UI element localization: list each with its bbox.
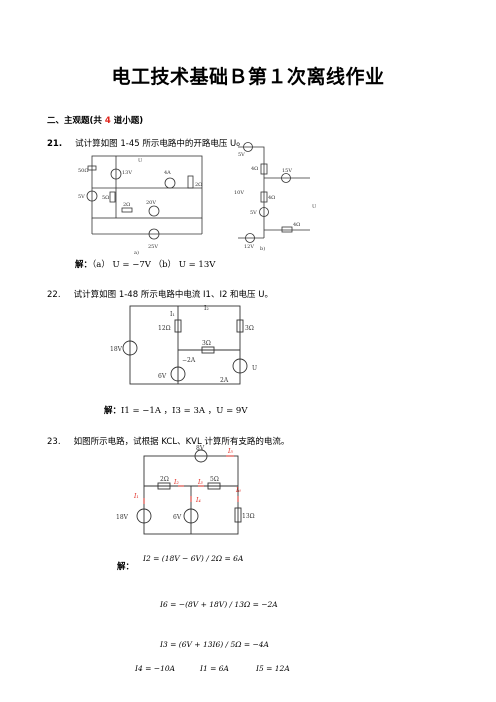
- svg-text:I₆: I₆: [235, 487, 241, 494]
- answer-23-label: 解：: [117, 562, 135, 572]
- svg-text:18V: 18V: [110, 346, 123, 353]
- svg-text:12V: 12V: [244, 244, 254, 250]
- answer-21: 解：（a） U = −7V （b） U = 13V: [75, 258, 215, 270]
- page-title: 电工技术基础Ｂ第１次离线作业: [111, 66, 385, 88]
- svg-text:15V: 15V: [282, 168, 292, 174]
- svg-text:U: U: [312, 204, 316, 210]
- svg-text:2Ω: 2Ω: [195, 182, 202, 188]
- question-text-sub: o: [236, 141, 240, 148]
- section-count: 4: [104, 116, 111, 126]
- svg-text:I₄: I₄: [195, 497, 201, 504]
- svg-text:5V: 5V: [78, 194, 85, 200]
- equation-i6: I6 = −(8V + 18V) / 13Ω = −2A: [160, 600, 278, 609]
- question-number: 22.: [47, 290, 61, 300]
- section-prefix: 二、主观题(共: [47, 116, 105, 126]
- svg-text:5V: 5V: [250, 210, 257, 216]
- svg-text:18V: 18V: [116, 514, 129, 521]
- answer-text: （a） U = −7V （b） U = 13V: [92, 260, 216, 270]
- figure-q23: 8V 2Ω 5Ω 18V 6V 13Ω I₅ I₂ I₃ I₄ I₁ I₆: [116, 445, 255, 535]
- svg-text:4Ω: 4Ω: [268, 195, 275, 201]
- answer-22: 解：I1 = −1A ，I3 = 3A ，U = 9V: [104, 404, 247, 416]
- equation-i4: I4 = −10A: [135, 664, 176, 673]
- equation-i2: I2 = (18V − 6V) / 2Ω = 6A: [143, 554, 244, 563]
- section-suffix: 道小题): [110, 116, 144, 126]
- question-text: 试计算如图 1-45 所示电路中的开路电压 U: [75, 139, 237, 149]
- svg-text:I₂: I₂: [204, 305, 209, 312]
- question-number: 23.: [47, 437, 61, 447]
- svg-text:5Ω: 5Ω: [210, 476, 219, 483]
- svg-text:13V: 13V: [122, 170, 132, 176]
- svg-text:2A: 2A: [220, 377, 229, 384]
- svg-text:3Ω: 3Ω: [245, 325, 254, 332]
- equation-i1: I1 = 6A: [200, 664, 229, 673]
- svg-text:4A: 4A: [164, 170, 171, 176]
- svg-text:5V: 5V: [238, 152, 245, 158]
- figure-1-48: I₁ I₂ 12Ω 3Ω 3Ω 18V −2A 6V 2A U: [110, 305, 257, 385]
- equation-i5: I5 = 12A: [256, 664, 290, 673]
- figure-1-45a: 50Ω 5V 13V 5Ω 2Ω 20V 4A 2Ω 25V U a): [78, 155, 203, 256]
- svg-text:25V: 25V: [148, 244, 158, 250]
- svg-text:I₁: I₁: [133, 493, 139, 500]
- svg-text:5Ω: 5Ω: [102, 195, 109, 201]
- question-number: 21.: [47, 139, 63, 149]
- svg-text:10V: 10V: [234, 190, 244, 196]
- question-21: 21. 试计算如图 1-45 所示电路中的开路电压 Uo: [47, 131, 240, 150]
- svg-text:−2A: −2A: [182, 357, 196, 364]
- svg-text:6V: 6V: [158, 373, 167, 380]
- svg-text:U: U: [252, 365, 257, 372]
- question-22: 22. 试计算如图 1-48 所示电路中电流 I1、I2 和电压 U。: [47, 282, 273, 301]
- section-header: 二、主观题(共 4 道小题): [47, 114, 143, 126]
- svg-text:20V: 20V: [146, 200, 156, 206]
- svg-text:I₂: I₂: [173, 479, 179, 486]
- svg-text:8V: 8V: [196, 445, 205, 452]
- svg-text:I₅: I₅: [227, 448, 233, 455]
- svg-text:2Ω: 2Ω: [123, 202, 130, 208]
- svg-text:U: U: [138, 158, 142, 164]
- svg-text:3Ω: 3Ω: [202, 340, 211, 347]
- svg-text:2Ω: 2Ω: [160, 476, 169, 483]
- question-23: 23. 如图所示电路，试根据 KCL、KVL 计算所有支路的电流。: [47, 429, 289, 448]
- fig-a-label: 50Ω: [78, 168, 89, 174]
- question-text: 试计算如图 1-48 所示电路中电流 I1、I2 和电压 U。: [73, 290, 273, 300]
- svg-text:I₃: I₃: [197, 479, 203, 486]
- equation-i3: I3 = (6V + 13I6) / 5Ω = −4A: [160, 640, 269, 649]
- answer-label: 解：: [75, 260, 93, 270]
- svg-text:I₁: I₁: [170, 311, 175, 318]
- svg-text:4Ω: 4Ω: [251, 166, 258, 172]
- svg-text:4Ω: 4Ω: [293, 222, 300, 228]
- question-text: 如图所示电路，试根据 KCL、KVL 计算所有支路的电流。: [73, 437, 290, 447]
- svg-text:6V: 6V: [173, 514, 182, 521]
- svg-text:b): b): [260, 245, 265, 252]
- answer-label: 解：: [104, 406, 122, 416]
- figure-1-45b: 5V 4Ω 15V 10V 4Ω 5V 4Ω 12V U b): [234, 142, 316, 252]
- svg-text:13Ω: 13Ω: [242, 513, 255, 520]
- svg-text:12Ω: 12Ω: [158, 325, 171, 332]
- svg-text:a): a): [134, 249, 139, 256]
- answer-text: I1 = −1A ，I3 = 3A ，U = 9V: [121, 406, 248, 416]
